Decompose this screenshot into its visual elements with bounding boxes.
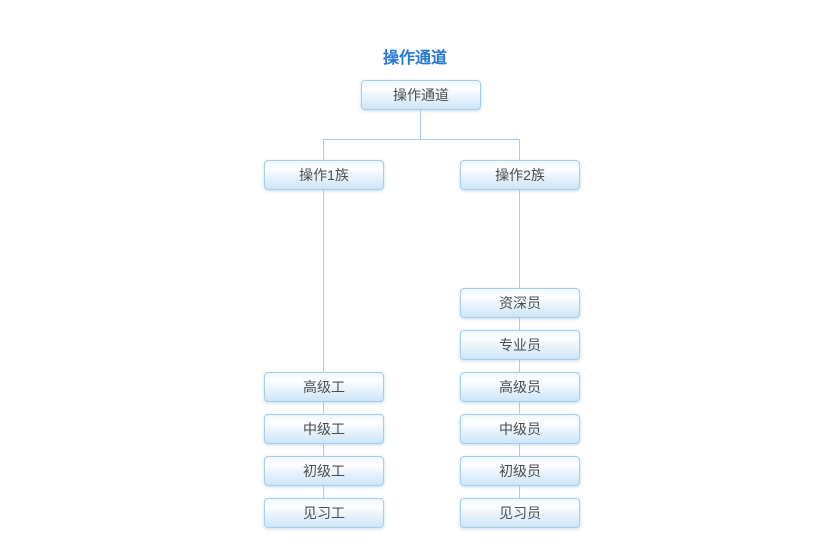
node-g2-level-3[interactable]: 高级员 [460,372,580,402]
chart-title: 操作通道 [382,50,447,67]
node-g2-level-1[interactable]: 资深员 [460,288,580,318]
node-g2-level-4[interactable]: 中级员 [460,414,580,444]
connector-g2-l2-l3 [519,360,520,372]
connector-g2-l3-l4 [519,402,520,414]
node-g2-level-6[interactable]: 见习员 [460,498,580,528]
connector-g2-l5-l6 [519,486,520,498]
node-g2-level-5[interactable]: 初级员 [460,456,580,486]
node-g1-level-3[interactable]: 初级工 [264,456,384,486]
connector-g1-l1-l2 [323,402,324,414]
connector-group2-trunk [519,190,520,288]
connector-group1-drop [323,139,324,160]
node-g2-level-2[interactable]: 专业员 [460,330,580,360]
connector-root-stub [420,110,421,139]
connector-g1-l3-l4 [323,486,324,498]
node-g1-level-2[interactable]: 中级工 [264,414,384,444]
node-g1-level-1[interactable]: 高级工 [264,372,384,402]
node-root[interactable]: 操作通道 [361,80,481,110]
connector-g2-l4-l5 [519,444,520,456]
node-group-1[interactable]: 操作1族 [264,160,384,190]
node-group-2[interactable]: 操作2族 [460,160,580,190]
connector-group1-trunk [323,190,324,372]
connector-g1-l2-l3 [323,444,324,456]
connector-g2-l1-l2 [519,318,520,330]
node-g1-level-4[interactable]: 见习工 [264,498,384,528]
connector-branch-horizontal [323,139,520,140]
connector-group2-drop [519,139,520,160]
